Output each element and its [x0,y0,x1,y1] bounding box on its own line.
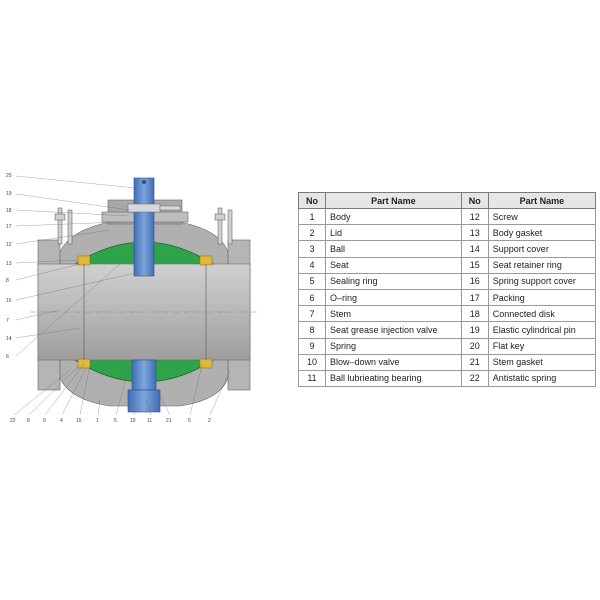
part-number-cell: 7 [298,305,326,323]
left-callouts: 20 19 18 17 12 13 8 16 7 14 6 [6,173,12,360]
part-name-cell: Seat grease injection valve [325,321,462,339]
callout-label: 12 [6,242,12,248]
part-name-cell: Lid [325,224,462,242]
part-number-cell: 18 [460,305,489,323]
part-name-cell: O–ring [325,288,462,307]
part-name-cell: Ball lubrieating bearing [325,369,462,388]
callout-label: 19 [6,191,12,197]
column-header-part-name: Part Name [325,192,462,209]
callout-label: 21 [166,418,172,424]
column-header-no: No [460,192,489,209]
part-name-cell: Seat retainer ring [487,256,597,274]
seats [77,255,213,369]
column-header-no: No [298,192,326,209]
leader-lines [13,175,231,416]
part-name-cell: Stem gasket [487,353,597,371]
part-number-cell: 19 [460,321,489,339]
callout-label: 1 [96,418,99,424]
stem [127,177,181,277]
part-number-cell: 14 [460,240,489,258]
part-name-cell: Body gasket [487,224,597,242]
part-number-cell: 5 [298,272,326,290]
part-name-cell: Spring [325,337,462,355]
part-number-cell: 11 [298,369,326,388]
callout-label: 11 [147,418,152,424]
part-number-cell: 1 [298,207,326,226]
part-number-cell: 2 [298,224,326,242]
part-number-cell: 22 [460,369,489,388]
callout-label: 13 [6,261,12,267]
bolts [54,207,233,245]
part-name-cell: Seat [325,256,462,274]
part-name-cell: Body [325,207,462,226]
callout-label: 14 [6,336,12,342]
part-number-cell: 4 [298,256,326,274]
callout-label: 16 [6,298,12,304]
part-number-cell: 8 [298,321,326,339]
part-number-cell: 16 [460,272,489,290]
callout-label: 5 [114,418,117,424]
callout-label: 9 [43,418,46,424]
callout-label: 8 [6,278,9,284]
callout-label: 6 [6,354,9,360]
callout-label: 7 [6,318,9,324]
part-number-cell: 15 [460,256,489,274]
part-name-cell: Screw [487,207,597,226]
part-number-cell: 9 [298,337,326,355]
part-number-cell: 10 [298,353,326,371]
part-number-cell: 21 [460,353,489,371]
part-name-cell: Antistatic spring [487,369,597,388]
part-name-cell: Elastic cylindrical pin [487,321,597,339]
part-name-cell: Ball [325,240,462,258]
callout-label: 2 [208,418,211,424]
part-name-cell: Support cover [487,240,597,258]
part-name-cell: Blow–down valve [325,353,462,371]
part-name-cell: Spring support cover [487,272,597,290]
callout-label: 17 [6,224,12,230]
bottom-trunnion [127,359,161,413]
callout-label: 8 [27,418,30,424]
part-number-cell: 3 [298,240,326,258]
valve-cross-section-diagram: 20 19 18 17 12 13 8 16 7 14 6 22 8 9 4 1… [6,173,260,424]
callout-label: 20 [6,173,12,179]
bottom-callouts: 22 8 9 4 15 1 5 10 11 21 5 2 [10,418,211,424]
part-name-cell: Connected disk [487,305,597,323]
column-header-part-name: Part Name [487,192,597,209]
callout-label: 18 [6,208,12,214]
part-name-cell: Packing [487,288,597,307]
callout-label: 4 [60,418,63,424]
callout-label: 15 [76,418,82,424]
callout-label: 5 [188,418,191,424]
part-number-cell: 20 [460,337,489,355]
part-number-cell: 6 [298,288,326,307]
part-name-cell: Sealing ring [325,272,462,290]
part-number-cell: 17 [460,288,489,307]
part-name-cell: Flat key [487,337,597,355]
table-header-row: No Part Name No Part Name [298,192,597,209]
callout-label: 22 [10,418,16,424]
part-number-cell: 12 [460,207,489,226]
callout-label: 10 [130,418,136,424]
part-name-cell: Stem [325,305,462,323]
part-number-cell: 13 [460,224,489,242]
